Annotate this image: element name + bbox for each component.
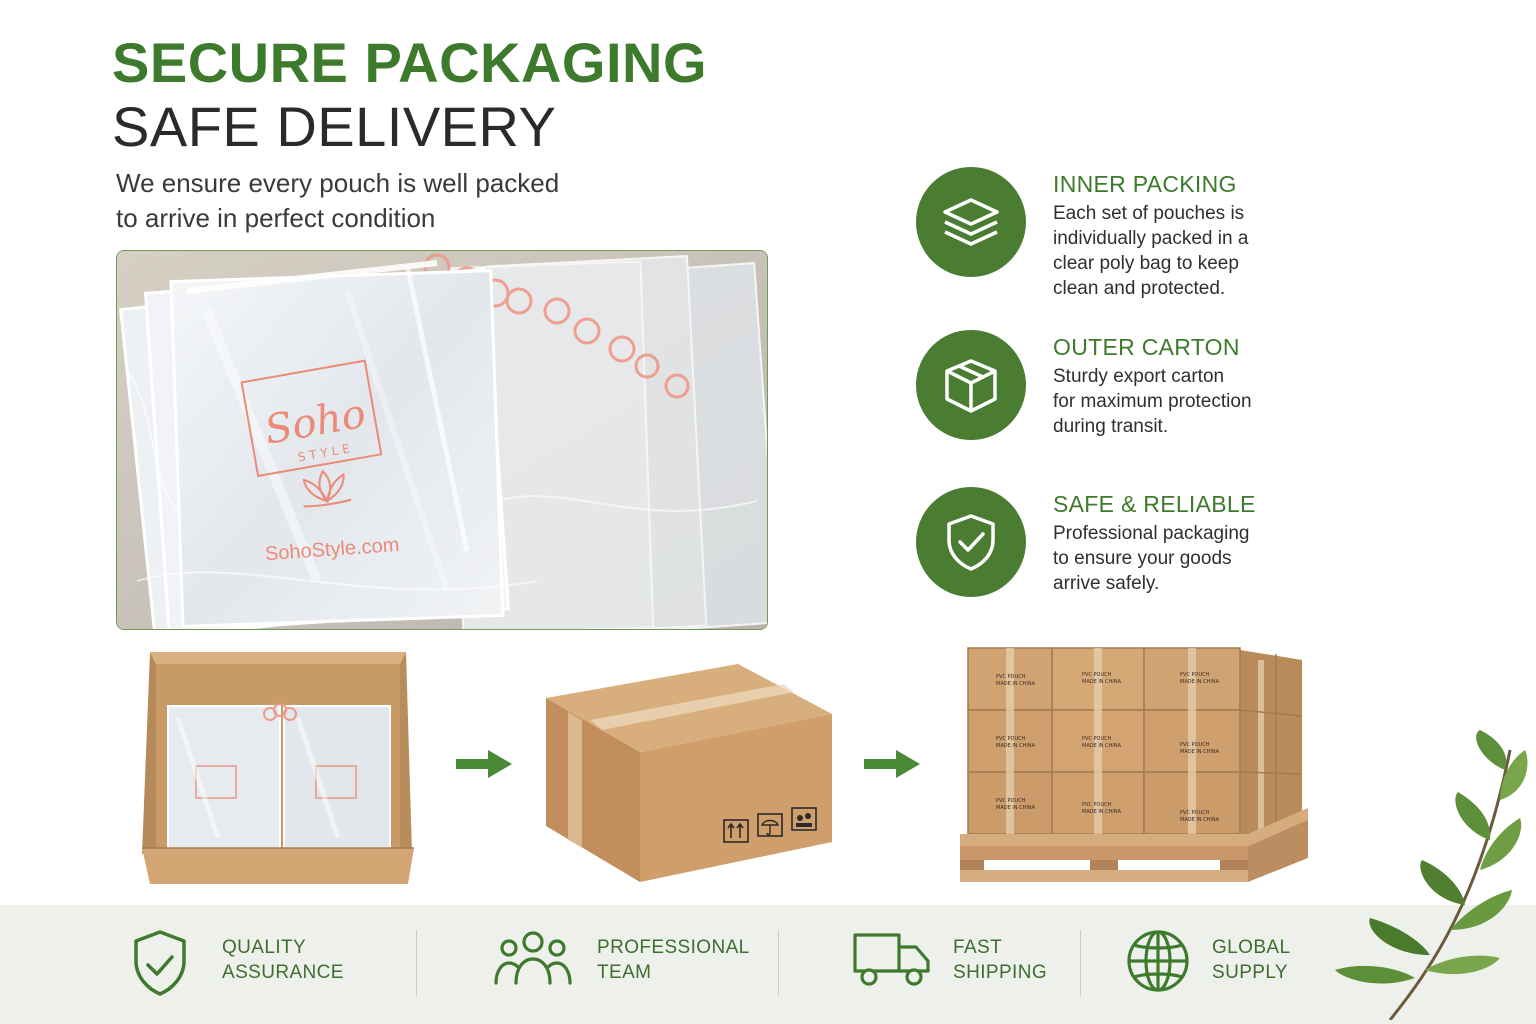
badge-professional-team: PROFESSIONAL TEAM <box>494 905 754 1024</box>
shield-check-icon <box>134 930 186 996</box>
handling-symbols <box>723 807 817 843</box>
badge-label: PROFESSIONAL TEAM <box>597 935 750 985</box>
team-icon <box>494 931 572 985</box>
feature-desc-line: clean and protected. <box>1053 278 1226 299</box>
bottom-badges-band: QUALITY ASSURANCE PROFESSIONAL TEAM <box>0 905 1536 1024</box>
globe-icon <box>1127 930 1189 992</box>
feature-inner-packing: INNER PACKING Each set of pouches is ind… <box>916 167 1476 307</box>
carton-label: PVC POUCH <box>1180 810 1210 816</box>
wooden-pallet <box>960 808 1308 882</box>
headline-safe-delivery: SAFE DELIVERY <box>112 95 557 158</box>
carton-label: PVC POUCH <box>1180 672 1210 678</box>
arrow-right-icon <box>456 750 512 783</box>
feature-safe-reliable: SAFE & RELIABLE Professional packaging t… <box>916 487 1476 627</box>
badge-label-line: ASSURANCE <box>222 962 344 983</box>
badge-label-line: SUPPLY <box>1212 962 1288 983</box>
carton-label: MADE IN CHINA <box>1180 817 1220 823</box>
decorative-leaves-icon <box>1330 730 1530 1024</box>
layers-icon <box>943 198 999 246</box>
badge-label: FAST SHIPPING <box>953 935 1047 985</box>
badge-label-line: QUALITY <box>222 937 307 958</box>
badge-label-line: PROFESSIONAL <box>597 937 750 958</box>
carton-label: PVC POUCH <box>1082 736 1112 742</box>
pouches-illustration: Soho STYLE SohoStyle.com <box>117 251 767 629</box>
carton-label: MADE IN CHINA <box>996 805 1036 811</box>
carton-label: MADE IN CHINA <box>1180 749 1220 755</box>
badge-label-line: GLOBAL <box>1212 937 1291 958</box>
carton-label: MADE IN CHINA <box>1082 679 1122 685</box>
feature-title: INNER PACKING <box>1053 171 1237 197</box>
badge-divider <box>1080 930 1081 996</box>
open-carton-image <box>138 648 418 893</box>
feature-desc-line: to ensure your goods <box>1053 548 1232 569</box>
box-icon <box>945 359 997 413</box>
feature-description: Professional packaging to ensure your go… <box>1053 521 1313 596</box>
headline-secure-packaging: SECURE PACKAGING <box>112 31 708 94</box>
feature-desc-line: Each set of pouches is <box>1053 203 1245 224</box>
badge-label: QUALITY ASSURANCE <box>222 935 344 985</box>
subtitle-line: We ensure every pouch is well packed <box>116 168 560 198</box>
badge-label-line: TEAM <box>597 962 652 983</box>
carton-label: MADE IN CHINA <box>996 681 1036 687</box>
badge-label-line: SHIPPING <box>953 962 1047 983</box>
feature-desc-line: during transit. <box>1053 416 1169 437</box>
feature-desc-line: clear poly bag to keep <box>1053 253 1239 274</box>
feature-desc-line: Professional packaging <box>1053 523 1250 544</box>
badge-fast-shipping: FAST SHIPPING <box>852 905 1072 1024</box>
shield-check-icon <box>947 514 995 571</box>
badge-global-supply: GLOBAL SUPPLY <box>1126 905 1326 1024</box>
carton-label: PVC POUCH <box>996 674 1026 680</box>
feature-description: Each set of pouches is individually pack… <box>1053 201 1313 301</box>
hero-pouches-photo: Soho STYLE SohoStyle.com <box>116 250 768 630</box>
carton-label: PVC POUCH <box>1082 672 1112 678</box>
carton-label: PVC POUCH <box>1180 742 1210 748</box>
feature-desc-line: for maximum protection <box>1053 391 1252 412</box>
feature-description: Sturdy export carton for maximum protect… <box>1053 364 1313 439</box>
feature-desc-line: individually packed in a <box>1053 228 1249 249</box>
subtitle-line: to arrive in perfect condition <box>116 203 436 233</box>
badge-divider <box>416 930 417 996</box>
arrow-right-icon <box>864 750 920 783</box>
feature-icon-circle <box>916 487 1026 597</box>
feature-title: OUTER CARTON <box>1053 334 1240 360</box>
feature-desc-line: arrive safely. <box>1053 573 1160 594</box>
carton-label: MADE IN CHINA <box>996 743 1036 749</box>
badge-divider <box>778 930 779 996</box>
sealed-carton-image <box>540 660 840 895</box>
carton-label: PVC POUCH <box>1082 802 1112 808</box>
badge-quality-assurance: QUALITY ASSURANCE <box>132 905 392 1024</box>
badge-label-line: FAST <box>953 937 1003 958</box>
carton-label: MADE IN CHINA <box>1082 743 1122 749</box>
feature-desc-line: Sturdy export carton <box>1053 366 1225 387</box>
carton-label: MADE IN CHINA <box>1180 679 1220 685</box>
subtitle: We ensure every pouch is well packed to … <box>116 166 636 236</box>
badge-label: GLOBAL SUPPLY <box>1212 935 1290 985</box>
carton-label: PVC POUCH <box>996 736 1026 742</box>
carton-label: PVC POUCH <box>996 798 1026 804</box>
feature-outer-carton: OUTER CARTON Sturdy export carton for ma… <box>916 330 1476 470</box>
feature-icon-circle <box>916 167 1026 277</box>
truck-icon <box>853 933 930 986</box>
feature-title: SAFE & RELIABLE <box>1053 491 1256 517</box>
feature-icon-circle <box>916 330 1026 440</box>
pallet-cartons-image: PVC POUCH MADE IN CHINA PVC POUCH MADE I… <box>958 640 1318 895</box>
carton-label: MADE IN CHINA <box>1082 809 1122 815</box>
lotus-logo-icon <box>302 469 352 508</box>
